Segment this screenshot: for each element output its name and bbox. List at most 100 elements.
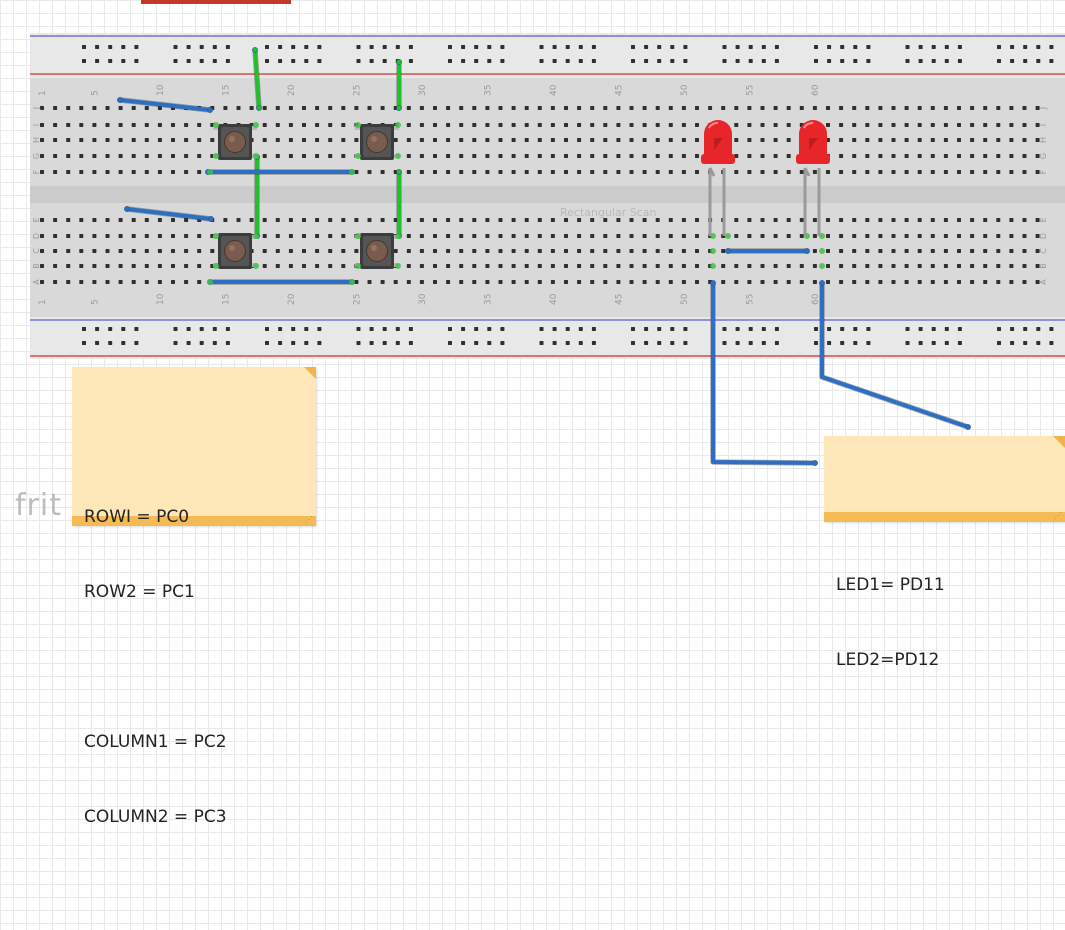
rail-hole <box>853 59 858 63</box>
breadboard-hole <box>839 123 844 127</box>
breadboard-hole <box>197 123 202 127</box>
breadboard-hole <box>590 123 595 127</box>
column-label: 35 <box>483 85 493 96</box>
rail-hole <box>82 45 86 49</box>
breadboard-hole <box>105 280 110 284</box>
breadboard-hole <box>826 218 830 222</box>
breadboard-hole <box>865 249 870 253</box>
rail-hole <box>1049 45 1054 49</box>
breadboard-hole <box>1022 138 1027 142</box>
wire-end <box>396 105 402 111</box>
breadboard-hole <box>341 249 346 253</box>
rail-hole <box>408 327 413 331</box>
rail-hole <box>474 341 479 345</box>
breadboard-hole <box>734 106 739 110</box>
breadboard-hole <box>786 154 791 158</box>
breadboard-hole <box>943 170 948 174</box>
rail-hole <box>735 59 740 63</box>
breadboard-hole <box>642 106 647 110</box>
breadboard-hole <box>157 234 162 238</box>
rail-hole <box>1010 341 1015 345</box>
breadboard-hole <box>1009 234 1014 238</box>
breadboard-hole <box>498 218 503 222</box>
breadboard-hole <box>406 106 411 110</box>
breadboard-hole <box>197 280 202 284</box>
breadboard-hole <box>590 264 595 268</box>
resize-grip-icon[interactable]: ⋰ <box>305 515 313 524</box>
breadboard-hole <box>983 234 988 238</box>
wire-end <box>252 47 258 53</box>
rail-hole <box>644 45 649 49</box>
breadboard-hole <box>275 106 280 110</box>
rail-hole <box>644 59 649 63</box>
rail-hole <box>95 59 100 63</box>
breadboard-hole <box>92 218 97 222</box>
breadboard-hole <box>459 280 464 284</box>
rail-hole <box>591 59 596 63</box>
rail-hole <box>474 45 479 49</box>
breadboard-hole <box>171 154 175 158</box>
led-note[interactable]: LED1= PD11 LED2=PD12 ⋰ <box>824 436 1065 670</box>
breadboard-hole <box>419 280 424 284</box>
keypad-note[interactable]: ROWI = PC0 ROW2 = PC1 COLUMN1 = PC2 COLU… <box>72 367 316 827</box>
rail-hole <box>369 45 374 49</box>
breadboard-hole <box>734 264 739 268</box>
rail-hole <box>395 327 400 331</box>
rail-hole <box>931 59 936 63</box>
rail-hole <box>95 45 100 49</box>
breadboard-hole <box>629 218 634 222</box>
row-label: A <box>1039 279 1048 285</box>
breadboard-hole <box>537 280 542 284</box>
rail-hole <box>722 59 727 63</box>
rail-hole <box>265 59 269 63</box>
breadboard-hole <box>564 249 568 253</box>
breadboard-hole <box>485 106 490 110</box>
breadboard-hole <box>590 138 595 142</box>
rail-hole <box>722 327 727 331</box>
rail-hole <box>761 45 766 49</box>
rail-hole <box>657 59 662 63</box>
breadboard-hole <box>577 106 582 110</box>
breadboard-hole <box>891 123 896 127</box>
breadboard-hole <box>105 218 110 222</box>
rail-hole <box>539 341 544 345</box>
breadboard-hole <box>904 218 909 222</box>
breadboard-hole <box>786 264 791 268</box>
breadboard-hole <box>996 123 1001 127</box>
breadboard-hole <box>53 106 58 110</box>
rail-hole <box>278 59 283 63</box>
breadboard-hole <box>485 264 490 268</box>
breadboard-hole <box>590 280 595 284</box>
breadboard-hole <box>642 234 647 238</box>
rail-hole <box>552 59 557 63</box>
breadboard-hole <box>275 123 280 127</box>
breadboard-hole <box>157 123 162 127</box>
breadboard-hole <box>419 264 424 268</box>
breadboard-hole <box>799 280 804 284</box>
breadboard-hole <box>1035 170 1040 174</box>
breadboard-hole <box>406 123 411 127</box>
breadboard-hole <box>524 170 529 174</box>
breadboard-hole <box>472 280 477 284</box>
rail-hole <box>748 327 753 331</box>
resize-grip-icon[interactable]: ⋰ <box>1054 511 1062 520</box>
rail-hole <box>82 341 86 345</box>
rail-hole <box>186 45 191 49</box>
breadboard-hole <box>970 280 975 284</box>
breadboard-hole <box>957 280 961 284</box>
breadboard-hole <box>498 264 503 268</box>
breadboard-hole <box>642 170 647 174</box>
breadboard-hole <box>92 249 97 253</box>
breadboard-hole <box>970 154 975 158</box>
rail-hole <box>199 59 204 63</box>
breadboard-hole <box>302 234 306 238</box>
breadboard-hole <box>367 106 372 110</box>
blue-wire <box>820 281 970 429</box>
column-label: 15 <box>221 85 231 96</box>
breadboard-hole <box>773 280 778 284</box>
rail-hole <box>225 45 230 49</box>
breadboard-hole <box>681 170 686 174</box>
breadboard-hole <box>380 170 385 174</box>
rail-hole <box>552 45 557 49</box>
connected-hole <box>725 233 731 239</box>
